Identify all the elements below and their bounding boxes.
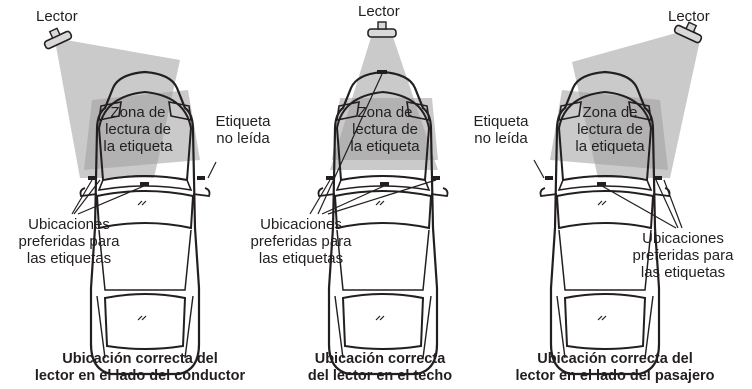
leader-line <box>327 179 437 215</box>
preferred-tag <box>140 182 149 186</box>
driver-side-panel <box>43 27 217 376</box>
preferred-tag <box>326 176 334 180</box>
reader-label: Lector <box>36 8 78 25</box>
preferred-locations-label: Ubicaciones preferidas para las etiqueta… <box>632 230 734 281</box>
read-zone-label: Zona de lectura de la etiqueta <box>103 104 173 155</box>
reader-device <box>367 21 397 38</box>
driver-side-caption: Ubicación correcta del lector en el lado… <box>34 351 246 384</box>
unread-tag-label: Etiqueta no leída <box>473 113 529 147</box>
read-zone-label: Zona de lectura de la etiqueta <box>350 104 420 155</box>
leader-line <box>207 161 217 179</box>
leader-line <box>317 73 383 215</box>
leader-line <box>77 185 145 215</box>
leader-line <box>655 179 679 229</box>
leader-line <box>309 179 331 215</box>
preferred-tag <box>432 176 440 180</box>
passenger-side-caption: Ubicación correcta del lector en el lado… <box>515 351 715 384</box>
unread-tag-label: Etiqueta no leída <box>215 113 271 147</box>
leader-line <box>71 179 93 215</box>
preferred-locations-label: Ubicaciones preferidas para las etiqueta… <box>18 216 120 267</box>
reader-device <box>673 21 703 44</box>
preferred-tag <box>380 182 389 186</box>
passenger-side-panel <box>533 21 703 376</box>
preferred-locations-label: Ubicaciones preferidas para las etiqueta… <box>250 216 352 267</box>
leader-line <box>321 185 385 215</box>
leader-line <box>73 179 101 215</box>
read-zone-label: Zona de lectura de la etiqueta <box>575 104 645 155</box>
preferred-tag <box>88 176 96 180</box>
reader-device <box>43 27 73 50</box>
reader-label: Lector <box>358 3 400 20</box>
preferred-tag <box>597 182 606 186</box>
preferred-tag <box>377 70 387 74</box>
unread-tag <box>545 176 553 180</box>
roof-caption: Ubicación correcta del lector en el tech… <box>307 351 453 384</box>
leader-line <box>533 159 545 179</box>
roof-panel <box>309 21 449 376</box>
read-zone <box>84 90 200 170</box>
read-zone <box>332 98 438 160</box>
reader-label: Lector <box>668 8 710 25</box>
leader-line <box>601 185 677 229</box>
unread-tag <box>197 176 205 180</box>
leader-line <box>663 179 683 229</box>
preferred-tag <box>654 176 662 180</box>
